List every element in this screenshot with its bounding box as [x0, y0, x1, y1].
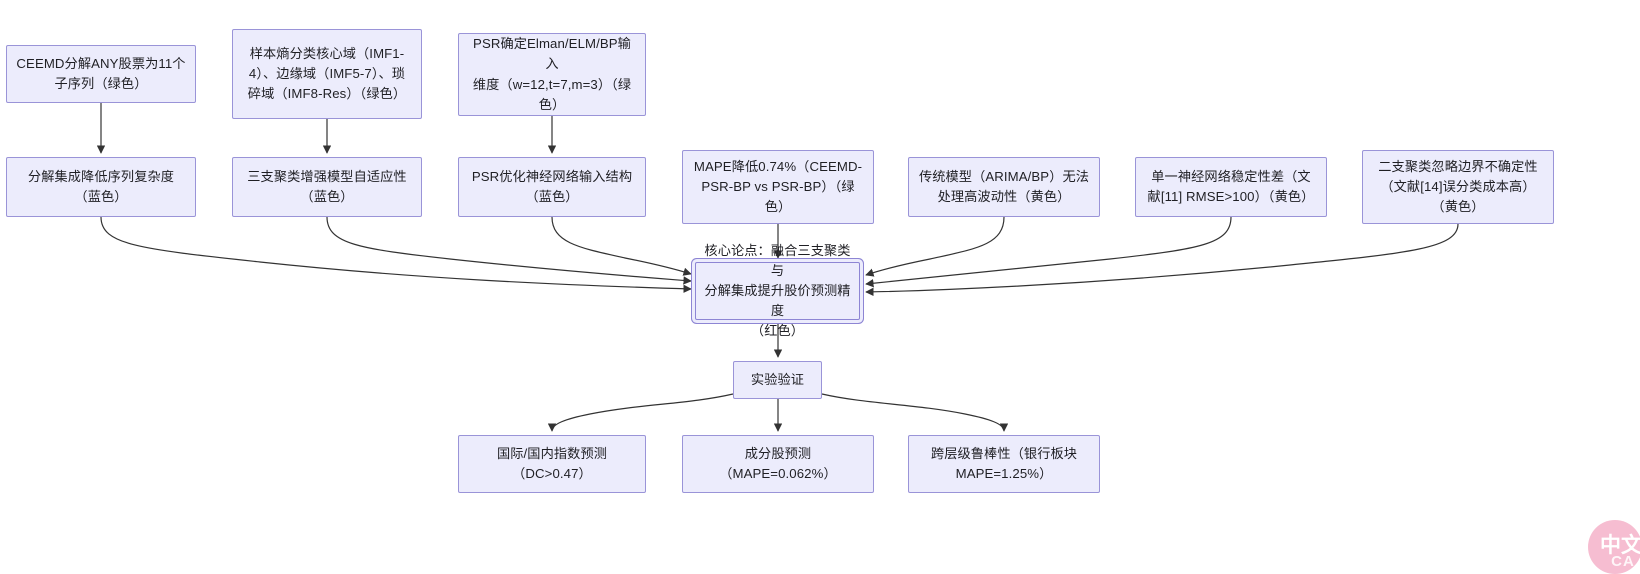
node-gap-traditional-model[interactable]: 传统模型（ARIMA/BP）无法 处理高波动性（黄色） [908, 157, 1100, 217]
edge-traditional-to-core [865, 216, 1005, 277]
edge-experiment-to-index [547, 393, 734, 432]
node-label: 样本熵分类核心域（IMF1- 4）、边缘域（IMF5-7）、琐 碎域（IMF8-… [247, 45, 407, 102]
node-label: CEEMD分解ANY股票为11个 子序列（绿色） [16, 55, 186, 91]
node-support-psr-structure[interactable]: PSR优化神经网络输入结构 （蓝色） [458, 157, 646, 217]
node-result-cross-level-robustness[interactable]: 跨层级鲁棒性（银行板块 MAPE=1.25%） [908, 435, 1100, 493]
edge-singlenn-to-core [865, 216, 1232, 288]
node-label: 成分股预测 （MAPE=0.062%） [719, 445, 837, 481]
node-gap-single-neural-network[interactable]: 单一神经网络稳定性差（文 献[11] RMSE>100）（黄色） [1135, 157, 1327, 217]
node-label: MAPE降低0.74%（CEEMD- PSR-BP vs PSR-BP）（绿 色… [693, 158, 863, 215]
node-premise-sample-entropy[interactable]: 样本熵分类核心域（IMF1- 4）、边缘域（IMF5-7）、琐 碎域（IMF8-… [232, 29, 422, 119]
watermark-text: 中文 [1600, 533, 1640, 557]
watermark-badge: 中文 CA [1588, 520, 1640, 574]
node-result-index-forecast[interactable]: 国际/国内指数预测 （DC>0.47） [458, 435, 646, 493]
node-gap-two-way-clustering[interactable]: 二支聚类忽略边界不确定性 （文献[14]误分类成本高） （黄色） [1362, 150, 1554, 224]
node-label: 实验验证 [750, 371, 805, 387]
node-label: 跨层级鲁棒性（银行板块 MAPE=1.25%） [930, 445, 1078, 481]
node-core-claim[interactable]: 核心论点：融合三支聚类与 分解集成提升股价预测精度 （红色） [695, 243, 860, 338]
edge-twoway-to-core [865, 223, 1459, 297]
node-premise-ceemd[interactable]: CEEMD分解ANY股票为11个 子序列（绿色） [6, 45, 196, 103]
node-label: 三支聚类增强模型自适应性 （蓝色） [247, 168, 407, 204]
node-label: 传统模型（ARIMA/BP）无法 处理高波动性（黄色） [918, 168, 1090, 204]
node-label: PSR确定Elman/ELM/BP输入 维度（w=12,t=7,m=3）（绿 色… [472, 36, 632, 112]
node-label: 二支聚类忽略边界不确定性 （文献[14]误分类成本高） （黄色） [1378, 158, 1538, 215]
node-label: 分解集成降低序列复杂度 （蓝色） [27, 168, 175, 204]
node-experiment-validation[interactable]: 实验验证 [733, 361, 822, 399]
node-premise-psr-dimension[interactable]: PSR确定Elman/ELM/BP输入 维度（w=12,t=7,m=3）（绿 色… [458, 33, 646, 116]
node-label: PSR优化神经网络输入结构 （蓝色） [471, 168, 633, 204]
edge-decomp-to-core [100, 216, 692, 293]
node-label: 单一神经网络稳定性差（文 献[11] RMSE>100）（黄色） [1147, 168, 1315, 204]
edge-cluster-to-core [326, 216, 692, 285]
edge-psropt-to-core [551, 216, 692, 276]
edge-experiment-to-robust [821, 393, 1009, 432]
node-label: 国际/国内指数预测 （DC>0.47） [496, 445, 608, 481]
watermark-subtext: CA [1611, 552, 1635, 570]
node-result-constituent-stock[interactable]: 成分股预测 （MAPE=0.062%） [682, 435, 874, 493]
node-evidence-mape[interactable]: MAPE降低0.74%（CEEMD- PSR-BP vs PSR-BP）（绿 色… [682, 150, 874, 224]
node-support-three-way-clustering[interactable]: 三支聚类增强模型自适应性 （蓝色） [232, 157, 422, 217]
node-label: 核心论点：融合三支聚类与 分解集成提升股价预测精度 （红色） [704, 242, 851, 339]
node-support-decomposition[interactable]: 分解集成降低序列复杂度 （蓝色） [6, 157, 196, 217]
